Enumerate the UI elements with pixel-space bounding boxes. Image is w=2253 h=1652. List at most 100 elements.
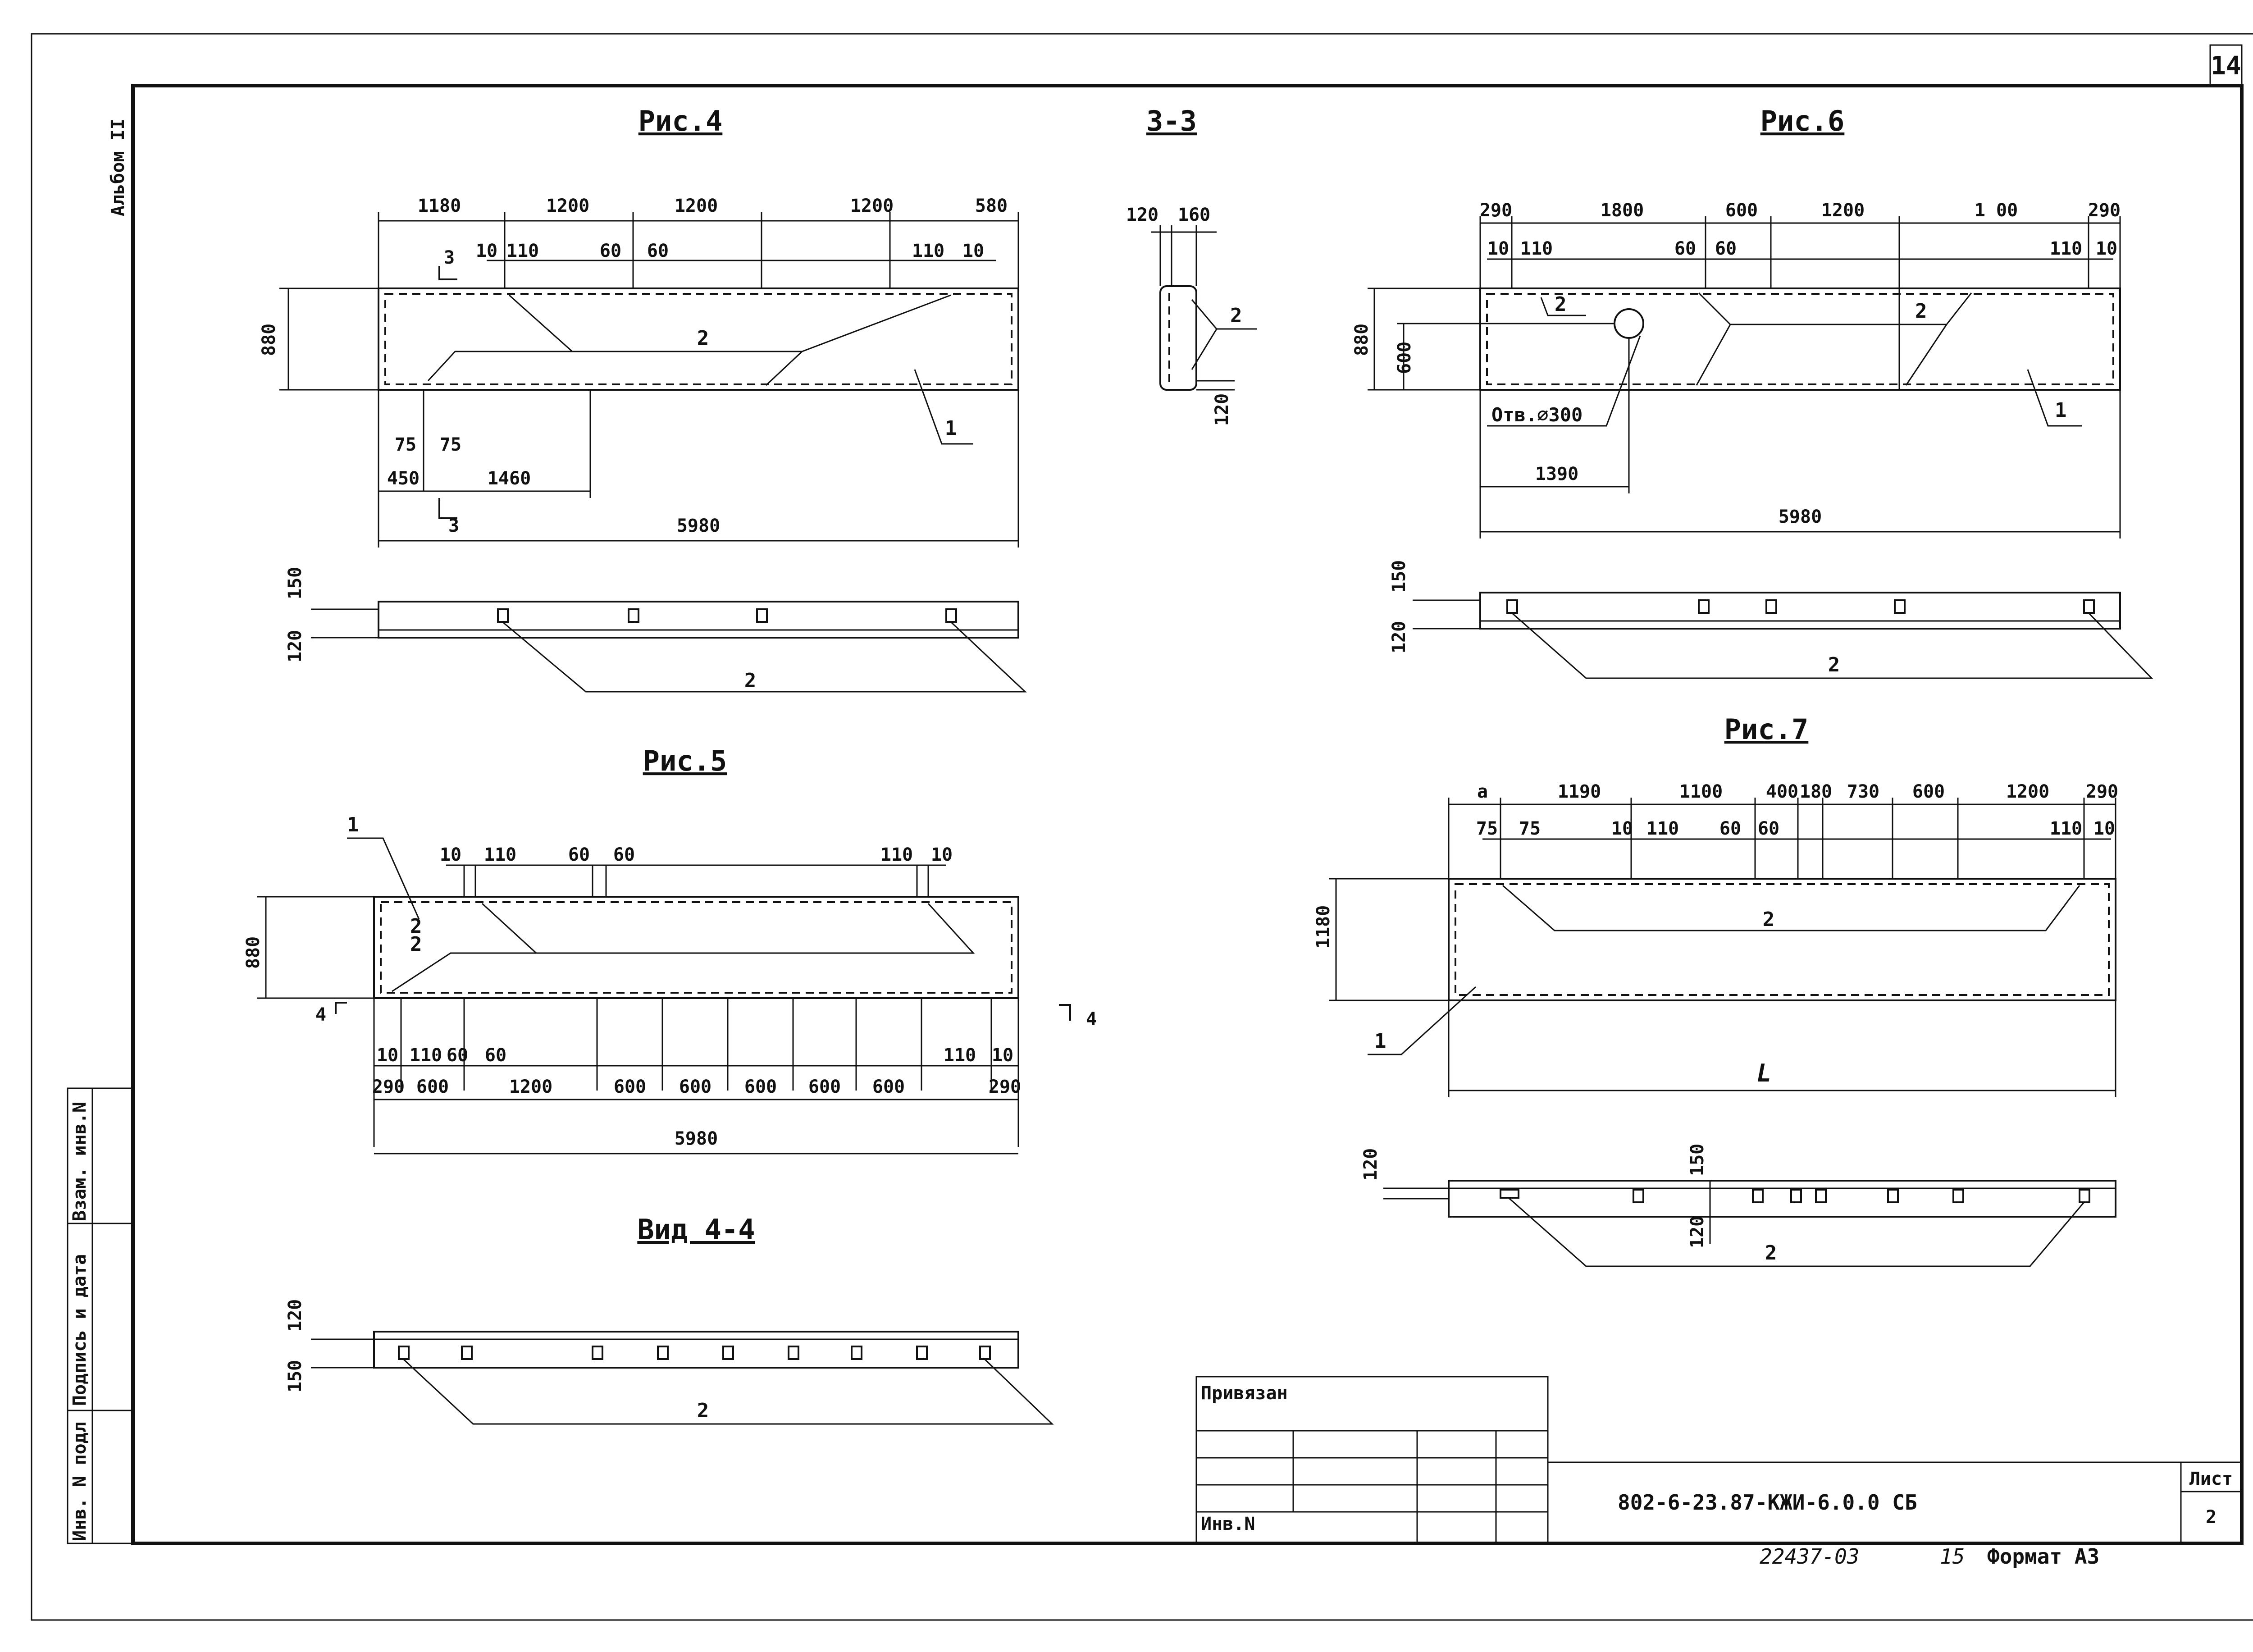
- fig4-dim-1: 1200: [546, 196, 589, 216]
- fig7-dim-5: 730: [1847, 781, 1879, 802]
- fig5-bdim-2: 1200: [509, 1077, 552, 1097]
- fig4-total: 5980: [677, 516, 720, 536]
- fig5-tsub-0: 10: [440, 844, 461, 865]
- fig6-inner: 600: [1394, 342, 1415, 374]
- fig4-sub-3: 60: [647, 241, 669, 261]
- fig7-height: 1180: [1313, 905, 1334, 949]
- fig7-strip-dim-1: 150: [1687, 1144, 1708, 1176]
- fig5-bdim-8: 290: [989, 1077, 1021, 1097]
- fig5-bdim-3: 600: [614, 1077, 646, 1097]
- fig6-panel: [1479, 288, 2121, 391]
- figure-5: Рис.5 10 110 60 60 110 10 880 1 2 2 4 4: [243, 744, 1097, 1155]
- fig6-label-1: 1: [2055, 399, 2067, 422]
- fig6-sub-5: 10: [2096, 238, 2117, 259]
- fig6-dim-3: 1200: [1821, 200, 1865, 221]
- fig7-sub-5: 60: [1758, 818, 1779, 839]
- fig5-title: Рис.5: [643, 744, 727, 777]
- view44-label: 2: [697, 1399, 709, 1422]
- fig5-bsub-1: 110: [410, 1045, 442, 1066]
- fig6-sub-3: 60: [1715, 238, 1737, 259]
- figure-4: Рис.4 1180 1200 1200 1200 580 10 110 60 …: [259, 105, 1027, 693]
- fig4-strip-label: 2: [744, 669, 757, 692]
- sheet-frame: 14 Альбом II: [31, 33, 2253, 1621]
- fig7-label-1: 1: [1374, 1030, 1386, 1053]
- fig5-tsub-1: 110: [484, 844, 516, 865]
- fig5-tsub-5: 10: [931, 844, 953, 865]
- fig6-label-2a: 2: [1555, 293, 1567, 316]
- fig7-dim-3: 400: [1766, 781, 1798, 802]
- figure-7: Рис.7 a 1190 1100 400 180 730 600 1200 2…: [1313, 713, 2118, 1267]
- fig6-dim-1: 1800: [1601, 200, 1644, 221]
- fig5-panel: [373, 896, 1019, 999]
- fig7-dim-4: 180: [1800, 781, 1832, 802]
- fig5-bsub-3: 60: [485, 1045, 506, 1066]
- fig4-strip-dim-1: 120: [285, 630, 306, 662]
- fig4-height: 880: [259, 324, 279, 356]
- fig6-sub-4: 110: [2050, 238, 2082, 259]
- fig5-height: 880: [243, 936, 264, 969]
- vzam-inv-label: Взам. инв.N: [69, 1102, 90, 1221]
- fig4-panel: [378, 288, 1019, 391]
- view-4-4: Вид 4-4 120 150 2: [285, 1213, 1054, 1425]
- fig7-dim-7: 1200: [2006, 781, 2049, 802]
- fig5-bsub-5: 10: [992, 1045, 1013, 1066]
- fig6-hole-dim: 1390: [1535, 464, 1578, 484]
- fig4-dim-4: 580: [975, 196, 1008, 216]
- stamp-number: 22437-03: [1760, 1544, 1860, 1569]
- fig6-strip-label: 2: [1828, 653, 1840, 676]
- fig6-sub-2: 60: [1674, 238, 1696, 259]
- fig7-sub-2: 10: [1611, 818, 1633, 839]
- sec33-profile: [1159, 285, 1197, 391]
- fig5-tsub-2: 60: [568, 844, 590, 865]
- fig7-strip-dim-0: 120: [1360, 1148, 1381, 1181]
- sheet-value: 2: [2206, 1507, 2217, 1528]
- fig6-dim-4: 1 00: [1975, 200, 2018, 221]
- fig4-sub-0: 10: [476, 241, 497, 261]
- fig6-dim-2: 600: [1725, 200, 1758, 221]
- fig4-dim-2: 1200: [675, 196, 718, 216]
- fig5-label-2b: 2: [410, 933, 422, 956]
- format-label: Формат А3: [1987, 1544, 2099, 1569]
- view44-strip: [373, 1331, 1019, 1369]
- view44-title: Вид 4-4: [637, 1213, 755, 1246]
- fig4-sub-4: 110: [912, 241, 944, 261]
- fig7-total: L: [1757, 1059, 1772, 1087]
- view44-dim-1: 150: [285, 1360, 306, 1392]
- fig5-bsub-4: 110: [944, 1045, 976, 1066]
- fig7-dim-1: 1190: [1558, 781, 1601, 802]
- fig4-label-1: 1: [945, 417, 957, 440]
- fig7-dim-6: 600: [1912, 781, 1945, 802]
- section-3-3: 3-3 120 160 2 120: [1126, 105, 1257, 426]
- fig5-bsub-2: 60: [447, 1045, 468, 1066]
- fig6-strip-dim-0: 150: [1389, 560, 1409, 593]
- fig6-hole-label: Отв.⌀300: [1491, 404, 1583, 426]
- drawing-code: 802-6-23.87-КЖИ-6.0.0 СБ: [1618, 1490, 1917, 1515]
- fig6-total: 5980: [1779, 507, 1822, 527]
- fig5-bdim-1: 600: [416, 1077, 449, 1097]
- fig7-sub-0: 75: [1476, 818, 1498, 839]
- fig4-bdim-1: 75: [440, 434, 461, 455]
- fig7-sub-7: 10: [2093, 818, 2115, 839]
- figure-6: Рис.6 290 1800 600 1200 1 00 290 10 110 …: [1351, 105, 2153, 679]
- fig5-tsub-3: 60: [613, 844, 635, 865]
- fig6-title: Рис.6: [1760, 105, 1845, 137]
- fig6-sub-1: 110: [1520, 238, 1553, 259]
- sec33-dim-2: 120: [1212, 393, 1232, 426]
- view44-dim-0: 120: [285, 1299, 306, 1332]
- fig5-total: 5980: [675, 1128, 718, 1149]
- fig6-sub-0: 10: [1487, 238, 1509, 259]
- side-stamp: Инв. N подл Подпись и дата Взам. инв.N: [67, 1087, 134, 1544]
- fig5-bdim-5: 600: [744, 1077, 777, 1097]
- fig5-bdim-0: 290: [372, 1077, 405, 1097]
- fig4-sub-5: 10: [962, 241, 984, 261]
- fig6-label-2b: 2: [1915, 300, 1927, 323]
- fig6-strip: [1479, 592, 2121, 630]
- fig5-section-left: 4: [315, 1004, 326, 1025]
- fig4-bdim-2: 450: [387, 468, 420, 489]
- title-block: Привязан Инв.N 802-6-23.87-КЖИ-6.0.0 СБ …: [1195, 1376, 2243, 1569]
- fig5-label-2a: 2: [410, 915, 422, 938]
- sheet-number: 14: [2211, 51, 2241, 81]
- sheet-label: Лист: [2189, 1469, 2233, 1489]
- fig7-label-2: 2: [1763, 908, 1775, 931]
